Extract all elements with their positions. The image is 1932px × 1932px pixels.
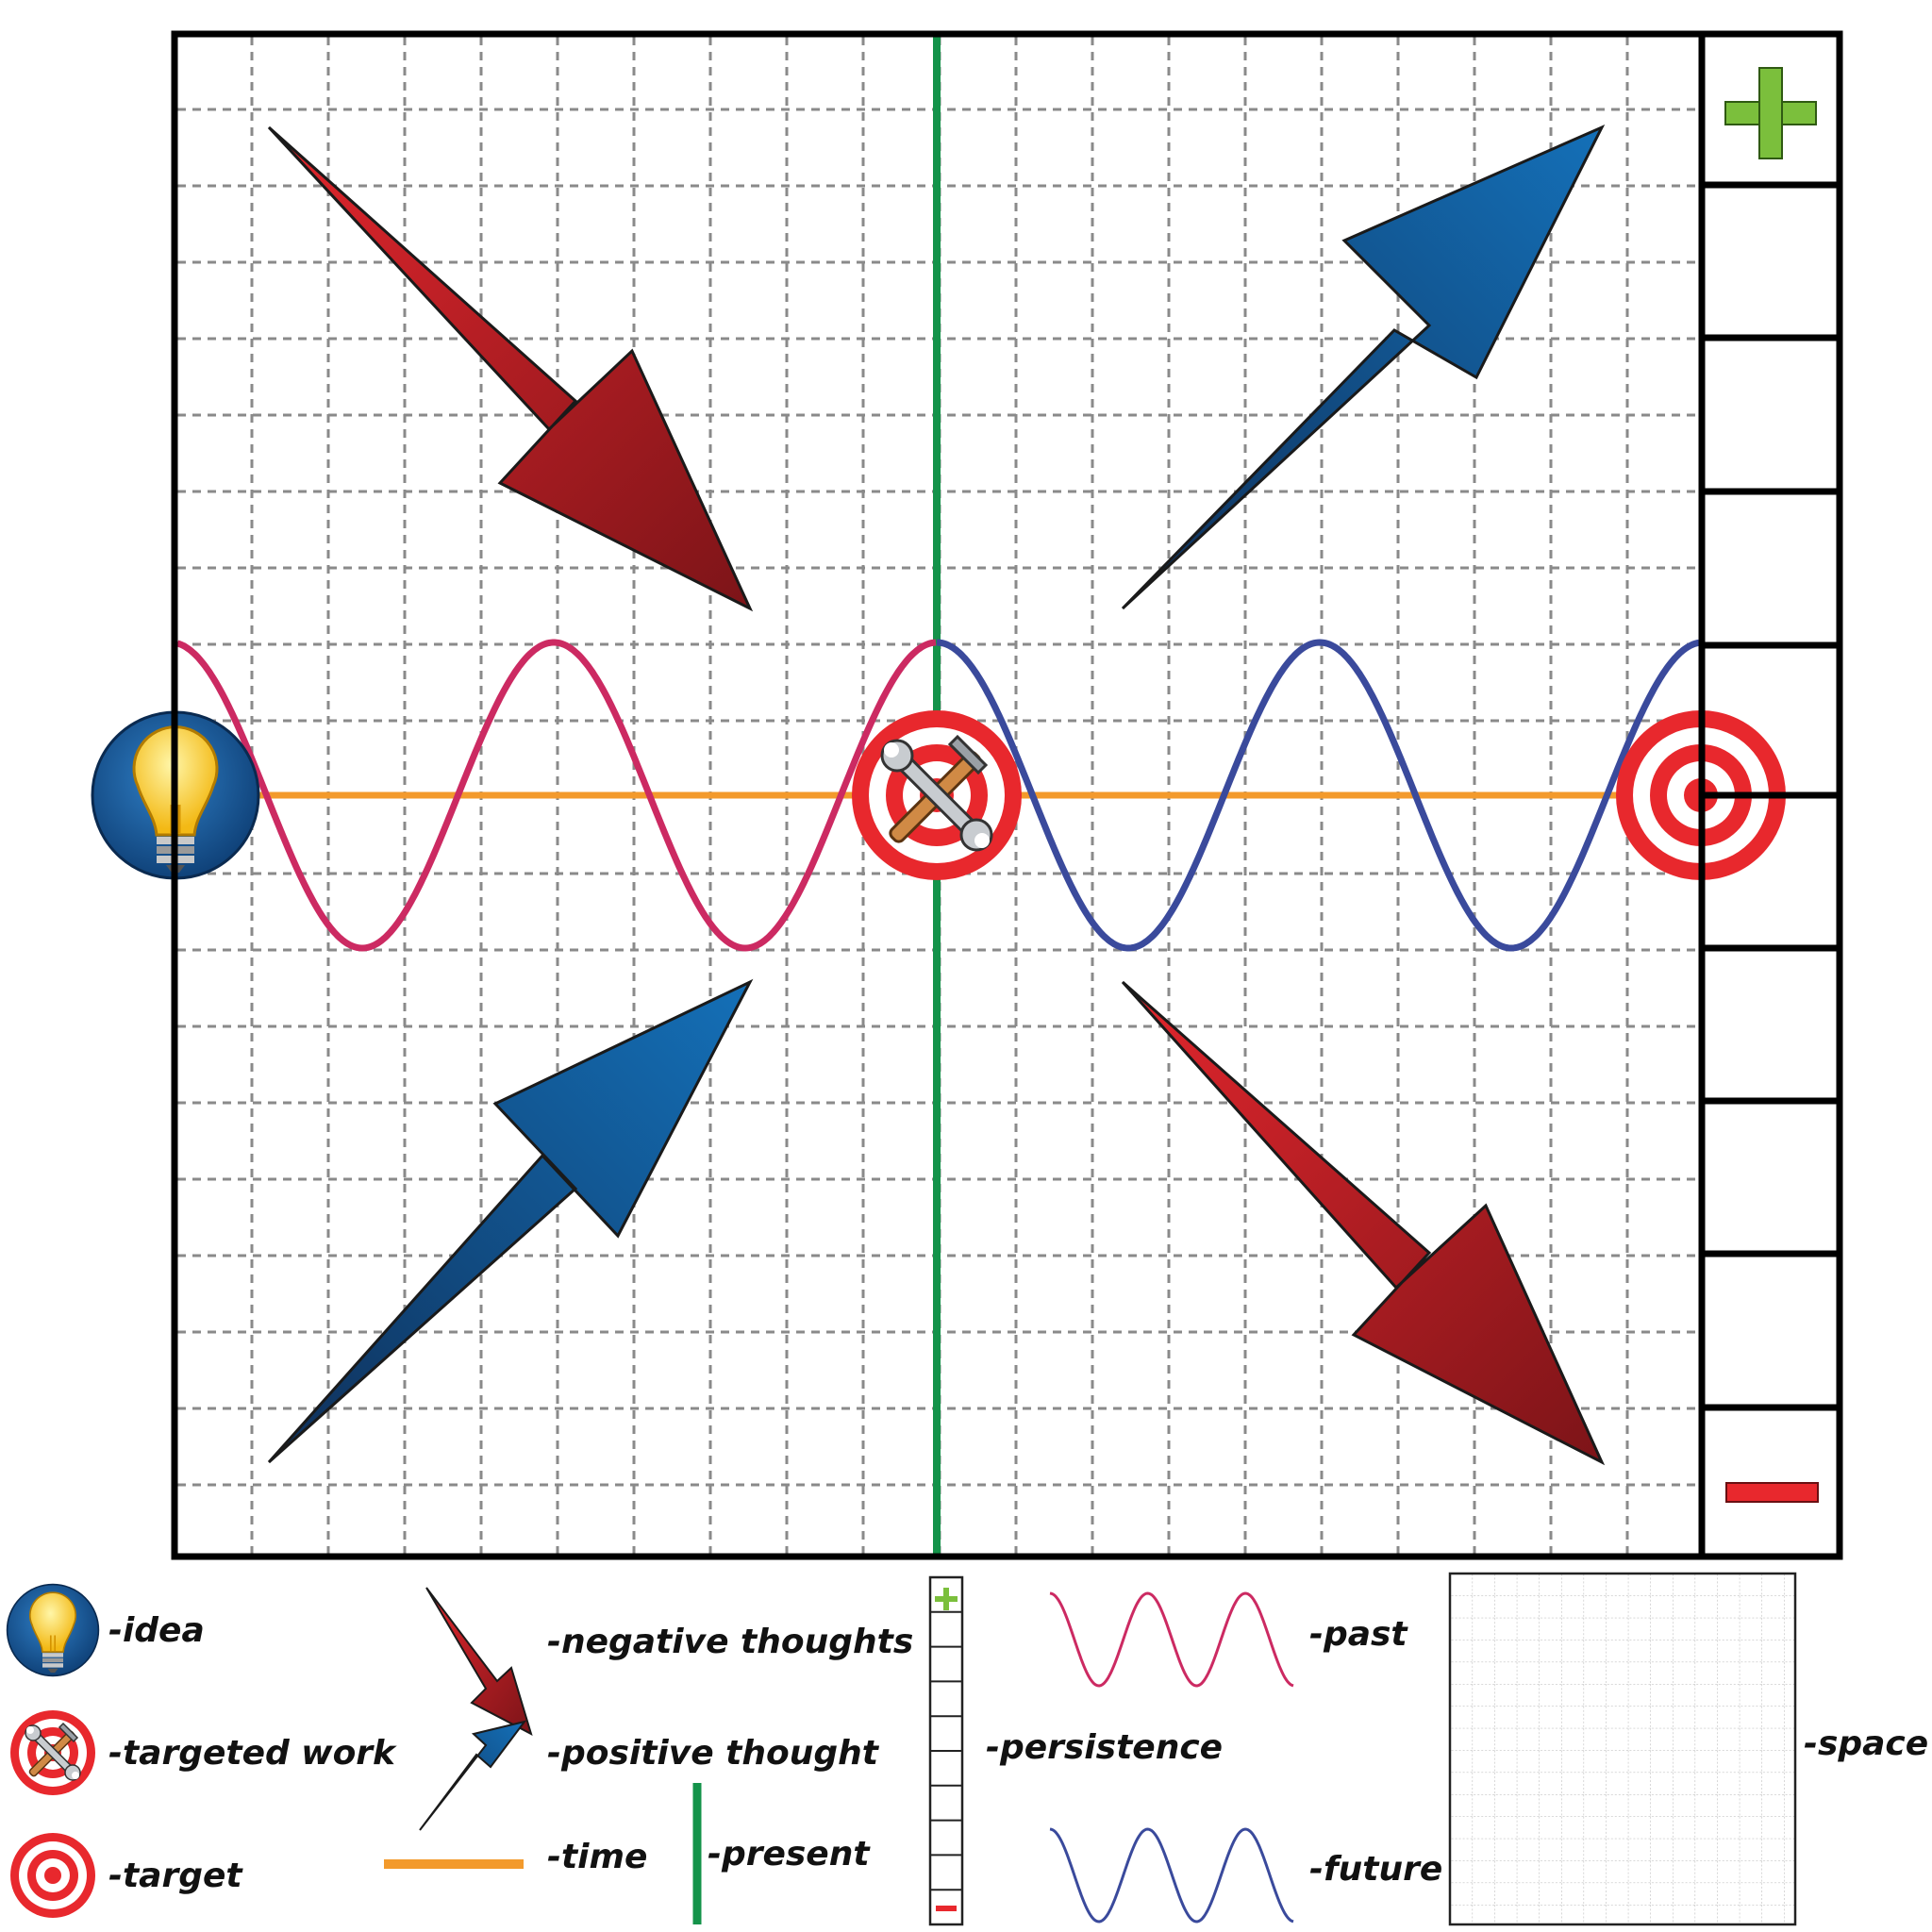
legend-targeted-work-label: -targeted work — [108, 1734, 397, 1773]
legend-persistence-scale-icon — [928, 1575, 964, 1926]
positive-thought-arrow-bottom-left — [267, 978, 754, 1464]
legend-negative-thoughts-label: -negative thoughts — [547, 1623, 913, 1661]
legend-negative-arrow-icon — [425, 1587, 533, 1736]
legend-future-wave-icon — [1049, 1827, 1294, 1924]
legend-targeted-work-icon — [10, 1710, 95, 1795]
legend-time-label: -time — [547, 1838, 647, 1876]
legend-space-grid-icon — [1448, 1572, 1797, 1926]
past-wave — [175, 639, 937, 952]
positive-thought-arrow-top-right — [1121, 124, 1606, 610]
legend-positive-thought-label: -positive thought — [547, 1734, 880, 1773]
persistence-scale — [1698, 34, 1840, 1557]
legend-target-label: -target — [108, 1857, 243, 1895]
minus-icon — [1725, 1482, 1819, 1503]
legend-persistence-label: -persistence — [986, 1728, 1223, 1767]
legend-positive-arrow-icon — [419, 1720, 527, 1831]
legend-past-label: -past — [1309, 1615, 1408, 1654]
future-wave — [936, 639, 1700, 952]
legend-present-label: -present — [708, 1835, 871, 1874]
legend: -idea -targeted work -target -negative t… — [6, 1572, 1928, 1926]
legend-past-wave-icon — [1049, 1591, 1294, 1688]
legend-idea-icon — [6, 1583, 100, 1677]
legend-space-label: -space — [1804, 1724, 1928, 1763]
legend-future-label: -future — [1309, 1850, 1442, 1889]
negative-thought-arrow-top-left — [267, 125, 754, 612]
main-chart — [91, 30, 1843, 1560]
legend-idea-label: -idea — [108, 1611, 205, 1650]
targeted-work-icon — [852, 710, 1022, 880]
negative-thought-arrow-bottom-right — [1121, 980, 1606, 1466]
legend-target-icon — [10, 1833, 95, 1918]
plus-icon — [1724, 67, 1817, 159]
